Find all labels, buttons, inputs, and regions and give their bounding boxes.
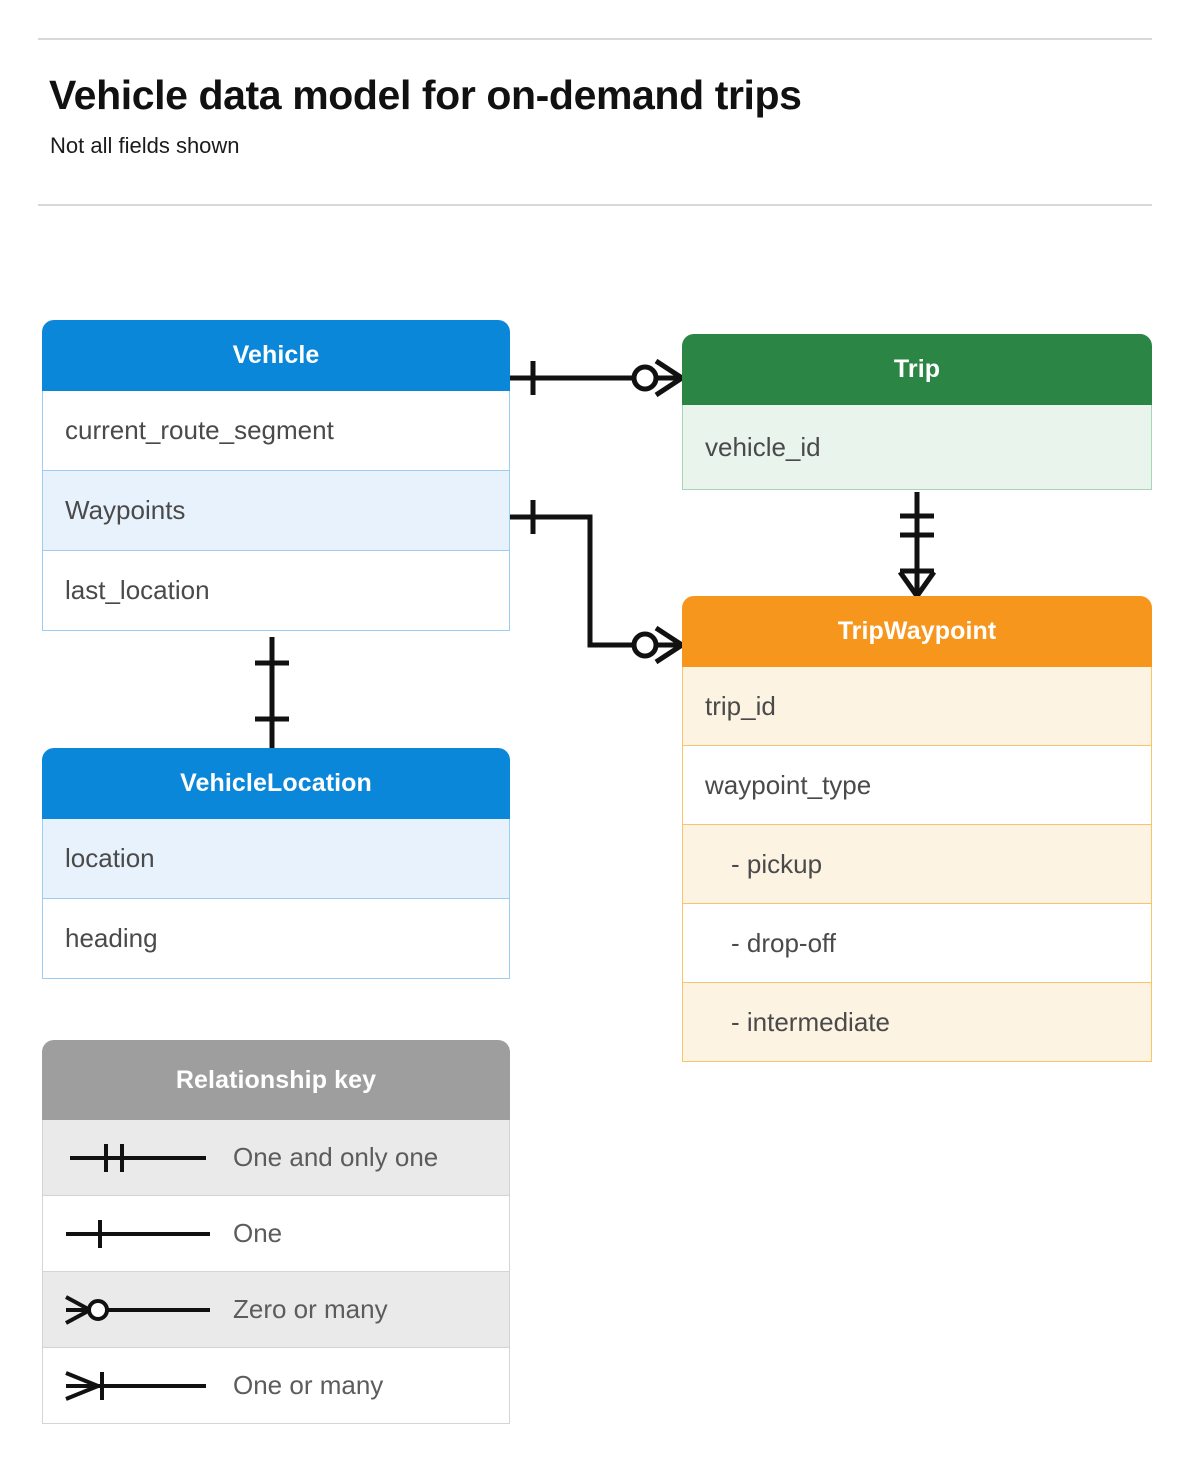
one-or-many-icon <box>43 1366 233 1406</box>
field-trip-id[interactable]: trip_id <box>682 667 1152 746</box>
field-waypoint-dropoff[interactable]: - drop-off <box>682 904 1152 983</box>
connector-vehicle-vehiclelocation <box>255 637 289 748</box>
connector-vehicle-trip <box>510 358 684 398</box>
entity-vehiclelocation-fields: location heading <box>42 819 510 979</box>
legend-label-one: One <box>233 1218 283 1248</box>
entity-tripwaypoint[interactable]: TripWaypoint trip_id waypoint_type - pic… <box>682 596 1152 1062</box>
legend-rows: One and only one One <box>42 1120 510 1424</box>
legend-row-one: One <box>42 1196 510 1272</box>
field-waypoint-type[interactable]: waypoint_type <box>682 746 1152 825</box>
field-heading[interactable]: heading <box>42 899 510 979</box>
legend-label-one-and-only-one: One and only one <box>233 1142 439 1172</box>
connector-trip-tripwaypoint <box>897 492 937 598</box>
field-vehicle-id[interactable]: vehicle_id <box>682 405 1152 490</box>
legend-title: Relationship key <box>42 1040 510 1120</box>
page-subtitle: Not all fields shown <box>50 133 240 158</box>
divider-top <box>38 38 1152 40</box>
entity-trip-title: Trip <box>682 334 1152 405</box>
entity-tripwaypoint-title: TripWaypoint <box>682 596 1152 667</box>
legend-row-one-and-only-one: One and only one <box>42 1120 510 1196</box>
entity-vehicle-title: Vehicle <box>42 320 510 391</box>
one-icon <box>43 1214 233 1254</box>
zero-or-many-icon <box>43 1290 233 1330</box>
field-waypoints[interactable]: Waypoints <box>42 471 510 551</box>
entity-vehicle[interactable]: Vehicle current_route_segment Waypoints … <box>42 320 510 631</box>
one-and-only-one-icon <box>43 1138 233 1178</box>
legend-row-zero-or-many: Zero or many <box>42 1272 510 1348</box>
legend-label-zero-or-many: Zero or many <box>233 1294 388 1324</box>
relationship-key-legend: Relationship key One and only one <box>42 1040 510 1424</box>
entity-tripwaypoint-fields: trip_id waypoint_type - pickup - drop-of… <box>682 667 1152 1062</box>
entity-vehiclelocation[interactable]: VehicleLocation location heading <box>42 748 510 979</box>
entity-vehicle-fields: current_route_segment Waypoints last_loc… <box>42 391 510 631</box>
entity-vehiclelocation-title: VehicleLocation <box>42 748 510 819</box>
field-location[interactable]: location <box>42 819 510 899</box>
field-current-route-segment[interactable]: current_route_segment <box>42 391 510 471</box>
entity-trip-fields: vehicle_id <box>682 405 1152 490</box>
legend-row-one-or-many: One or many <box>42 1348 510 1424</box>
legend-label-one-or-many: One or many <box>233 1370 384 1400</box>
field-waypoint-intermediate[interactable]: - intermediate <box>682 983 1152 1062</box>
page-title: Vehicle data model for on-demand trips <box>49 72 802 118</box>
connector-waypoints-tripwaypoint <box>510 500 684 665</box>
entity-trip[interactable]: Trip vehicle_id <box>682 334 1152 490</box>
field-last-location[interactable]: last_location <box>42 551 510 631</box>
divider-header-bottom <box>38 204 1152 206</box>
field-waypoint-pickup[interactable]: - pickup <box>682 825 1152 904</box>
